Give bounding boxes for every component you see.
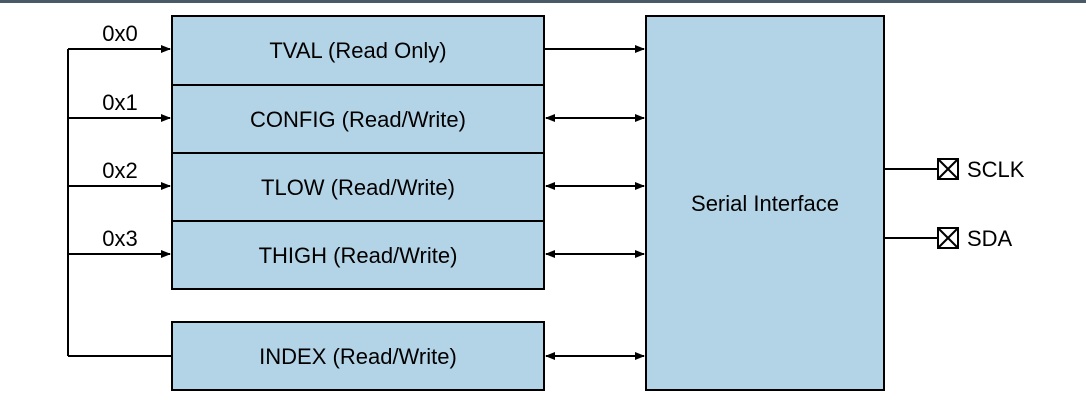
register-tlow [171, 152, 545, 222]
register-config-label: CONFIG (Read/Write) [250, 107, 466, 132]
register-thigh-label: THIGH (Read/Write) [259, 243, 458, 268]
sclk-pin-icon [937, 158, 959, 180]
register-index-label: INDEX (Read/Write) [259, 344, 457, 369]
register-tval-label: TVAL (Read Only) [269, 38, 446, 63]
sda-pin-icon [937, 227, 959, 249]
sda-pin-label: SDA [967, 226, 1013, 251]
register-thigh [171, 220, 545, 290]
address-label-0x2: 0x2 [102, 158, 137, 183]
sclk-pin-label: SCLK [967, 157, 1025, 182]
serial-interface-label: Serial Interface [691, 191, 839, 216]
register-tval [171, 15, 545, 86]
address-label-0x1: 0x1 [102, 90, 137, 115]
register-config [171, 84, 545, 154]
serial-interface-block [645, 15, 885, 391]
address-label-0x3: 0x3 [102, 226, 137, 251]
address-label-0x0: 0x0 [102, 21, 137, 46]
top-border [0, 0, 1086, 3]
register-tlow-label: TLOW (Read/Write) [261, 175, 455, 200]
register-index [171, 321, 545, 391]
